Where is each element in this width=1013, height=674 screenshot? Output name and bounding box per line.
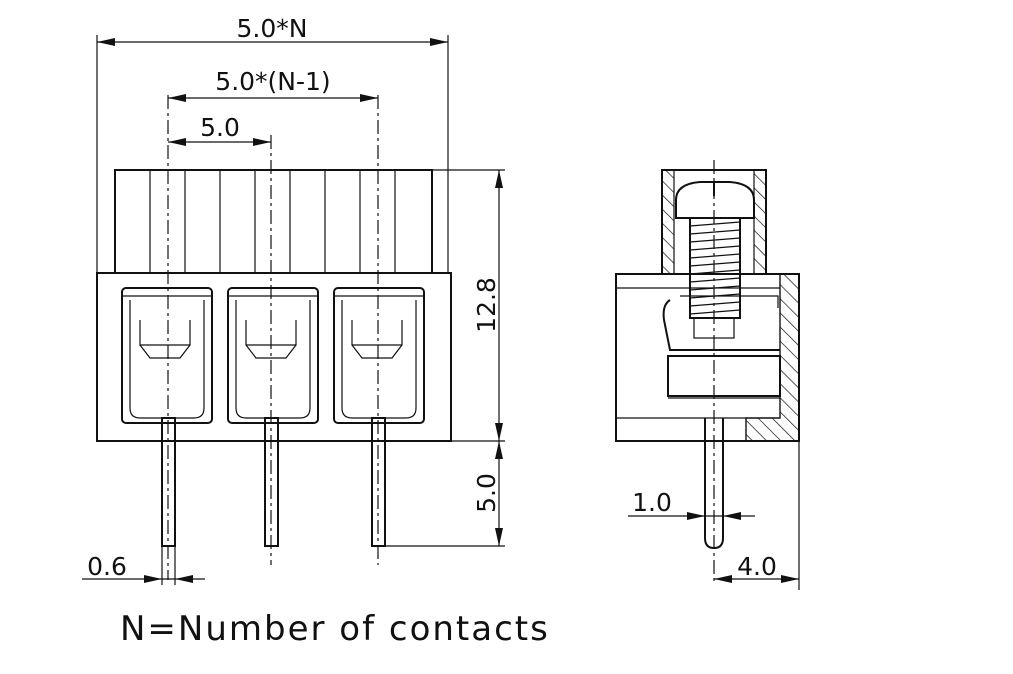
dim-pin-width: 0.6 [82, 546, 205, 585]
dim-total-width: 5.0*N [97, 14, 448, 46]
dim-height: 12.8 [432, 169, 505, 442]
side-view: 1.0 4.0 [615, 160, 800, 590]
clamp-cell-2 [227, 287, 319, 424]
side-hatched-wall [745, 273, 800, 442]
screw-thread [689, 217, 741, 319]
contacts-note: N=Number of contacts [120, 609, 550, 649]
clamp-cell-1 [121, 287, 213, 424]
dim-pitch-label: 5.0 [200, 113, 240, 142]
front-center-lines [167, 95, 379, 580]
dim-pin-offset: 4.0 [714, 441, 800, 590]
dim-pin-diameter-label: 1.0 [632, 488, 672, 517]
dim-outer-pitch: 5.0*(N-1) [168, 67, 378, 102]
front-view: 5.0*N 5.0*(N-1) 5.0 12.8 [82, 14, 505, 585]
dim-total-width-label: 5.0*N [237, 14, 308, 43]
dim-pin-length-label: 5.0 [472, 473, 501, 513]
dim-pin-diameter: 1.0 [628, 488, 755, 520]
clamp-cell-3 [333, 287, 425, 424]
dim-pitch: 5.0 [168, 113, 271, 146]
front-main-body [96, 272, 452, 442]
front-top-housing [114, 169, 433, 274]
front-top-slots [149, 170, 396, 273]
front-pins [161, 417, 386, 547]
dim-pin-length: 5.0 [385, 441, 505, 547]
dim-height-label: 12.8 [472, 277, 501, 333]
dim-outer-pitch-label: 5.0*(N-1) [215, 67, 330, 96]
dim-pin-width-label: 0.6 [87, 552, 127, 581]
side-main-body [615, 273, 800, 442]
screw-head [675, 181, 755, 219]
clamp-spring [662, 295, 781, 399]
dim-pin-offset-label: 4.0 [737, 552, 777, 581]
